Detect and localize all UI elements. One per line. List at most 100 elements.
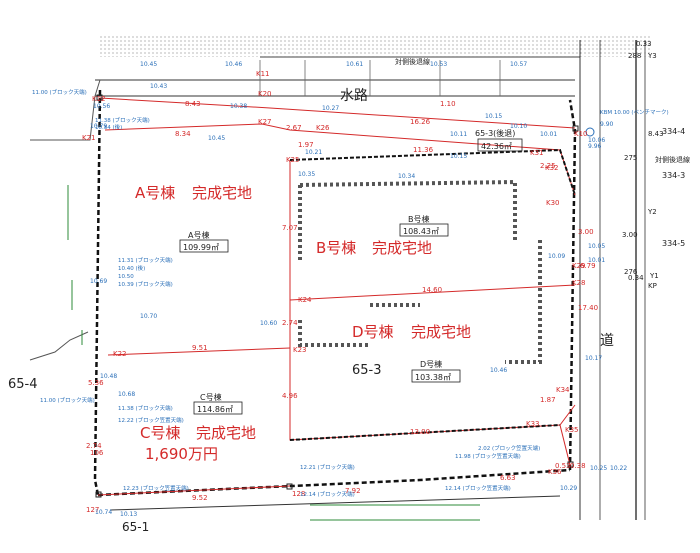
svg-text:17.40: 17.40 [578, 304, 598, 312]
svg-text:11.00 (ブロック天端): 11.00 (ブロック天端) [40, 396, 95, 404]
lot-c-price: 1,690万円 [145, 445, 218, 463]
svg-text:1.87: 1.87 [540, 396, 556, 404]
svg-text:K22: K22 [113, 350, 127, 358]
svg-text:10.40 (後): 10.40 (後) [118, 264, 145, 272]
svg-text:K26: K26 [316, 124, 330, 132]
benchmark-circle [585, 127, 595, 137]
svg-text:10.15: 10.15 [450, 153, 467, 160]
svg-text:K32: K32 [545, 164, 559, 172]
svg-text:10.01: 10.01 [540, 131, 557, 138]
svg-text:6.79: 6.79 [580, 262, 596, 270]
svg-text:11.38 (ブロック天端): 11.38 (ブロック天端) [95, 116, 150, 124]
lot-c-status: 完成宅地 [196, 424, 256, 442]
svg-text:12.21 (ブロック天端): 12.21 (ブロック天端) [300, 463, 355, 471]
svg-text:12.14 (ブロック天端): 12.14 (ブロック天端) [300, 490, 355, 498]
svg-text:K11: K11 [256, 70, 270, 78]
svg-text:0.53: 0.53 [555, 462, 571, 470]
svg-text:10.27: 10.27 [322, 105, 339, 112]
svg-text:128: 128 [292, 490, 305, 498]
svg-text:275: 275 [624, 154, 637, 162]
svg-text:10.45: 10.45 [140, 61, 157, 68]
dimension-labels: 8.43 8.34 2.67 1.97 11.36 16.26 2.25 7.0… [86, 100, 598, 502]
setback-label-right: 対側後退線 [655, 155, 690, 164]
svg-text:10.53: 10.53 [430, 61, 447, 68]
lot-c-area: 114.86㎡ [197, 405, 233, 414]
svg-text:10.11: 10.11 [450, 131, 467, 138]
lot-b-name: B号棟 [316, 239, 356, 257]
neighbor-line-left-2 [29, 331, 89, 361]
svg-text:4.96: 4.96 [282, 392, 298, 400]
svg-text:10.43: 10.43 [150, 83, 167, 90]
lot-a-status: 完成宅地 [192, 184, 252, 202]
lot-c-area-box [193, 401, 243, 415]
building-b-footprint [299, 179, 517, 240]
wall-notes: 11.00 (ブロック天端) 11.38 (ブロック天端) 10.34 (後) … [32, 88, 669, 498]
lot-d-area-box [411, 369, 461, 383]
svg-text:10.21: 10.21 [305, 149, 322, 156]
svg-text:12.22 (ブロック笠置天端): 12.22 (ブロック笠置天端) [118, 416, 184, 424]
elevation-labels: 10.45 10.38 10.46 10.61 10.53 10.57 10.4… [90, 61, 627, 518]
svg-text:10.46: 10.46 [225, 61, 242, 68]
svg-text:5.36: 5.36 [88, 379, 104, 387]
setback-label-top: 対側後退線 [395, 57, 430, 66]
rear-setback-label: 65-3(後退) [475, 128, 515, 138]
building-d-footprint [298, 320, 370, 347]
svg-text:10.15: 10.15 [485, 113, 502, 120]
svg-text:2.74: 2.74 [282, 319, 298, 327]
road-point-labels: Y1 Y2 Y3 288 275 276 KP [624, 52, 659, 290]
svg-text:11.31 (ブロック天端): 11.31 (ブロック天端) [118, 256, 173, 264]
svg-text:16.26: 16.26 [410, 118, 431, 126]
svg-text:2.02 (ブロック笠置天端): 2.02 (ブロック笠置天端) [478, 444, 540, 452]
svg-text:8.34: 8.34 [175, 130, 191, 138]
svg-text:10.61: 10.61 [346, 61, 363, 68]
lot-d-name: D号棟 [352, 323, 394, 341]
svg-text:K23: K23 [293, 346, 307, 354]
svg-text:Y2: Y2 [647, 208, 657, 216]
svg-text:10.34 (後): 10.34 (後) [95, 123, 122, 131]
svg-text:3.00: 3.00 [622, 231, 638, 239]
svg-text:11.36: 11.36 [413, 146, 434, 154]
svg-text:10.34: 10.34 [398, 173, 415, 180]
lot-d-outline [289, 424, 561, 441]
svg-text:1.97: 1.97 [298, 141, 314, 149]
lot-a-building: A号棟 [188, 230, 209, 240]
svg-text:9.52: 9.52 [192, 494, 208, 502]
svg-text:3.00: 3.00 [578, 228, 594, 236]
road-label: 道 [600, 333, 614, 349]
svg-text:10.05: 10.05 [588, 243, 605, 250]
parcel-334-4: 334-4 [662, 127, 685, 136]
svg-text:10.50: 10.50 [118, 274, 134, 280]
svg-text:288: 288 [628, 52, 641, 60]
lot-d-status: 完成宅地 [411, 323, 471, 341]
svg-text:2.25: 2.25 [540, 162, 556, 170]
top-wall-hatch [100, 35, 650, 57]
svg-text:K35: K35 [565, 426, 579, 434]
lot-a-area: 109.99㎡ [183, 243, 219, 252]
svg-text:K10: K10 [574, 130, 588, 138]
point-marker [96, 94, 103, 101]
lot-a-name: A号棟 [135, 184, 175, 202]
svg-text:10.45: 10.45 [208, 135, 225, 142]
lot-b-outline [289, 148, 576, 196]
point-marker [567, 461, 574, 468]
svg-text:6.63: 6.63 [500, 474, 516, 482]
svg-text:1.10: 1.10 [440, 100, 456, 108]
svg-text:14.60: 14.60 [422, 286, 442, 294]
svg-text:10.35: 10.35 [298, 171, 315, 178]
svg-text:K28: K28 [572, 279, 586, 287]
svg-text:K29: K29 [572, 262, 586, 270]
tree-markers [67, 185, 480, 521]
building-d-footprint-right [505, 240, 542, 364]
point-labels: K20 K21 K27 K26 K25 K31 K32 K30 K29 K28 … [82, 70, 588, 514]
svg-text:276: 276 [624, 268, 638, 276]
svg-text:K25: K25 [286, 156, 300, 164]
lot-b-status: 完成宅地 [372, 239, 432, 257]
road-dimensions: 3.00 0.33 0.34 8.43 [622, 40, 664, 282]
svg-text:10.38: 10.38 [230, 103, 247, 110]
parcel-65-4: 65-4 [8, 377, 38, 392]
point-marker [95, 491, 102, 498]
svg-text:10.17: 10.17 [585, 355, 602, 362]
svg-text:9.96: 9.96 [588, 143, 602, 150]
waterway-label: 水路 [340, 88, 368, 104]
svg-text:10.48: 10.48 [100, 373, 117, 380]
